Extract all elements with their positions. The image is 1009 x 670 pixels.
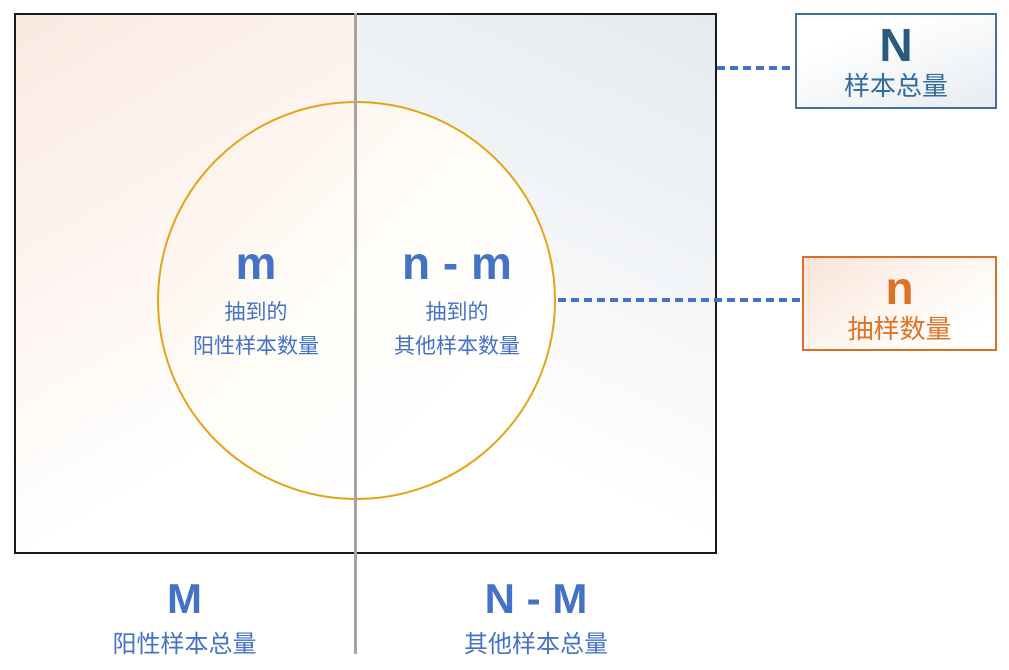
sample-count-symbol: n bbox=[885, 262, 914, 314]
drawn-other-line1: 抽到的 bbox=[425, 301, 489, 324]
total-other-label-group: N - M 其他样本总量 bbox=[355, 576, 717, 660]
connector-total-dashed-line bbox=[717, 66, 795, 70]
total-samples-symbol: N bbox=[879, 19, 913, 71]
sample-count-box: n 抽样数量 bbox=[802, 256, 997, 351]
drawn-other-label-group: n - m 抽到的 其他样本数量 bbox=[357, 240, 557, 364]
drawn-positive-line2: 阳性样本数量 bbox=[193, 335, 319, 358]
total-other-label: 其他样本总量 bbox=[464, 631, 608, 658]
drawn-other-symbol: n - m bbox=[402, 237, 512, 289]
sample-circle bbox=[157, 101, 556, 500]
total-positive-label-group: M 阳性样本总量 bbox=[14, 576, 355, 660]
total-positive-symbol: M bbox=[167, 575, 202, 622]
drawn-positive-label-group: m 抽到的 阳性样本数量 bbox=[157, 240, 355, 364]
divider-line bbox=[353, 13, 357, 654]
total-samples-box: N 样本总量 bbox=[795, 13, 997, 109]
drawn-positive-symbol: m bbox=[235, 237, 277, 289]
population-rectangle-border bbox=[14, 13, 717, 554]
sample-count-label: 抽样数量 bbox=[847, 314, 952, 344]
total-samples-label: 样本总量 bbox=[843, 71, 948, 101]
total-positive-label: 阳性样本总量 bbox=[112, 631, 257, 658]
drawn-other-line2: 其他样本数量 bbox=[394, 335, 520, 358]
connector-sample-dashed-line bbox=[558, 298, 802, 302]
total-other-symbol: N - M bbox=[484, 575, 588, 622]
drawn-positive-line1: 抽到的 bbox=[224, 301, 288, 324]
